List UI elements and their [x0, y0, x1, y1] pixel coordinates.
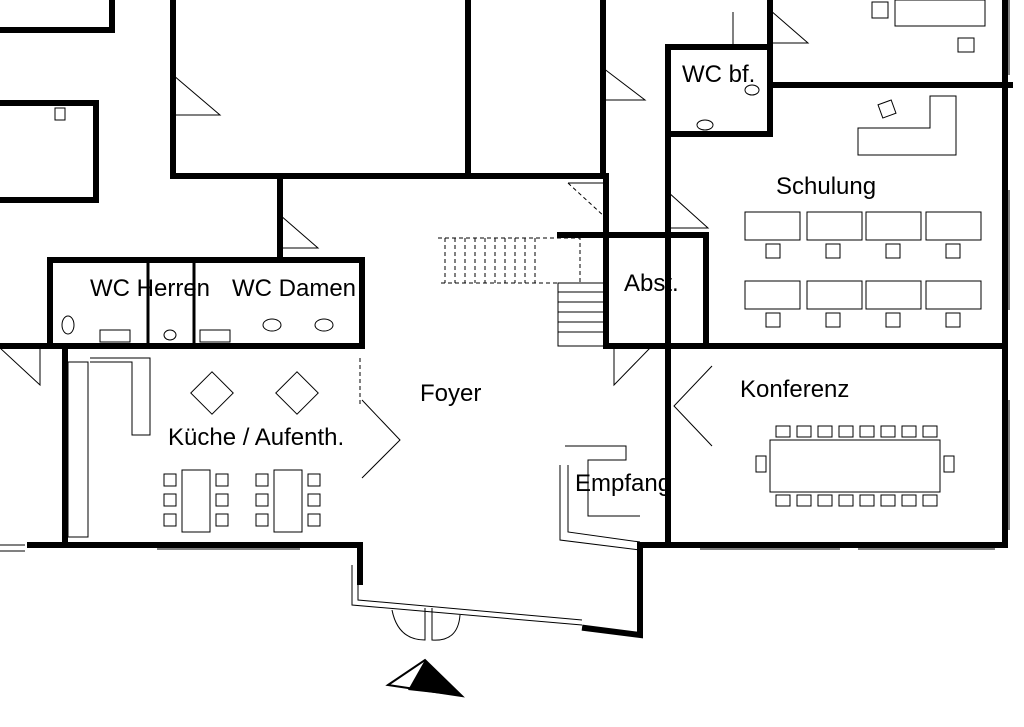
conference-chair	[859, 425, 875, 438]
conference-chair	[838, 494, 854, 507]
conference-chair	[817, 494, 833, 507]
conference-chair	[775, 425, 791, 438]
schulung-furniture	[744, 0, 986, 328]
room-label-wc-damen: WC Damen	[232, 275, 356, 302]
conference-chair	[817, 425, 833, 438]
room-label-wc-herren: WC Herren	[90, 275, 210, 302]
staircase	[438, 237, 605, 347]
conference-table	[755, 425, 955, 507]
doors	[0, 9, 810, 641]
conference-chair	[859, 494, 875, 507]
reception-desk	[559, 445, 641, 551]
room-label-foyer: Foyer	[420, 380, 481, 407]
windows	[0, 0, 1010, 626]
conference-chair	[901, 425, 917, 438]
conference-chair	[880, 425, 896, 438]
conference-chair	[796, 425, 812, 438]
walls	[0, 0, 1013, 639]
room-label-wc-bf: WC bf.	[682, 61, 755, 88]
conference-chair	[922, 425, 938, 438]
north-arrow-icon	[385, 658, 465, 698]
conference-chair	[901, 494, 917, 507]
room-label-schulung: Schulung	[776, 173, 876, 200]
room-label-kueche: Küche / Aufenth.	[168, 424, 344, 451]
room-label-empfang: Empfang	[575, 470, 671, 497]
sanitary-fixtures	[54, 84, 760, 343]
kitchen-furniture	[67, 357, 321, 538]
room-label-abst: Abst.	[624, 270, 679, 297]
conference-chair	[838, 425, 854, 438]
conference-chair	[922, 494, 938, 507]
conference-chair	[775, 494, 791, 507]
room-label-konferenz: Konferenz	[740, 376, 849, 403]
conference-chair	[880, 494, 896, 507]
conference-chair	[796, 494, 812, 507]
